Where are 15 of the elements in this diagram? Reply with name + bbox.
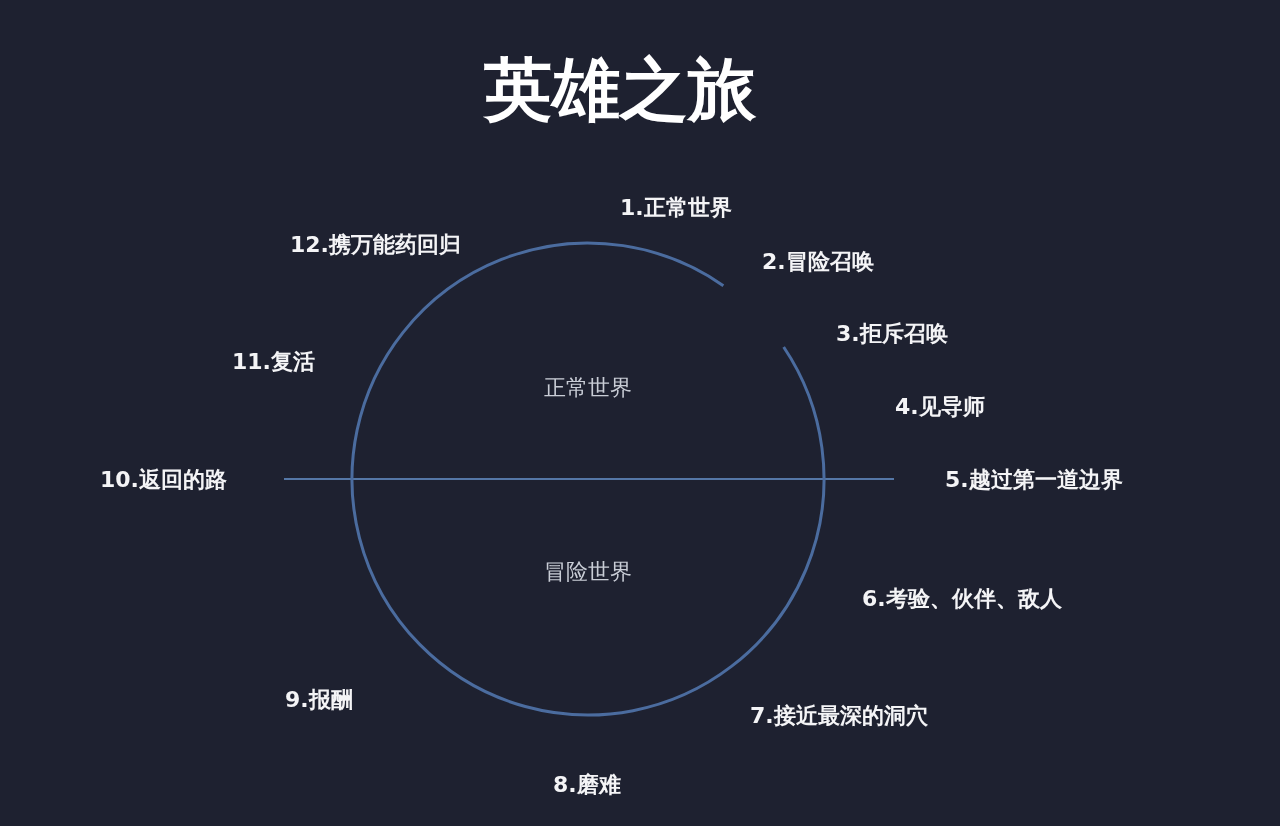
stage-label: 7.接近最深的洞穴 (750, 702, 928, 730)
stage-label: 12.携万能药回归 (290, 231, 461, 259)
region-label: 正常世界 (544, 374, 632, 402)
stage-label: 5.越过第一道边界 (945, 466, 1123, 494)
stage-label: 4.见导师 (895, 393, 985, 421)
title: 英雄之旅 (484, 50, 756, 130)
stage-label: 11.复活 (232, 348, 315, 376)
stage-label: 2.冒险召唤 (762, 248, 874, 276)
stage-label: 9.报酬 (285, 686, 353, 714)
stage-label: 6.考验、伙伴、敌人 (862, 585, 1062, 613)
stage-label: 1.正常世界 (620, 194, 732, 222)
region-label: 冒险世界 (544, 558, 632, 586)
stage-label: 8.磨难 (553, 771, 621, 799)
stage-label: 3.拒斥召唤 (836, 320, 948, 348)
stage-label: 10.返回的路 (100, 466, 227, 494)
